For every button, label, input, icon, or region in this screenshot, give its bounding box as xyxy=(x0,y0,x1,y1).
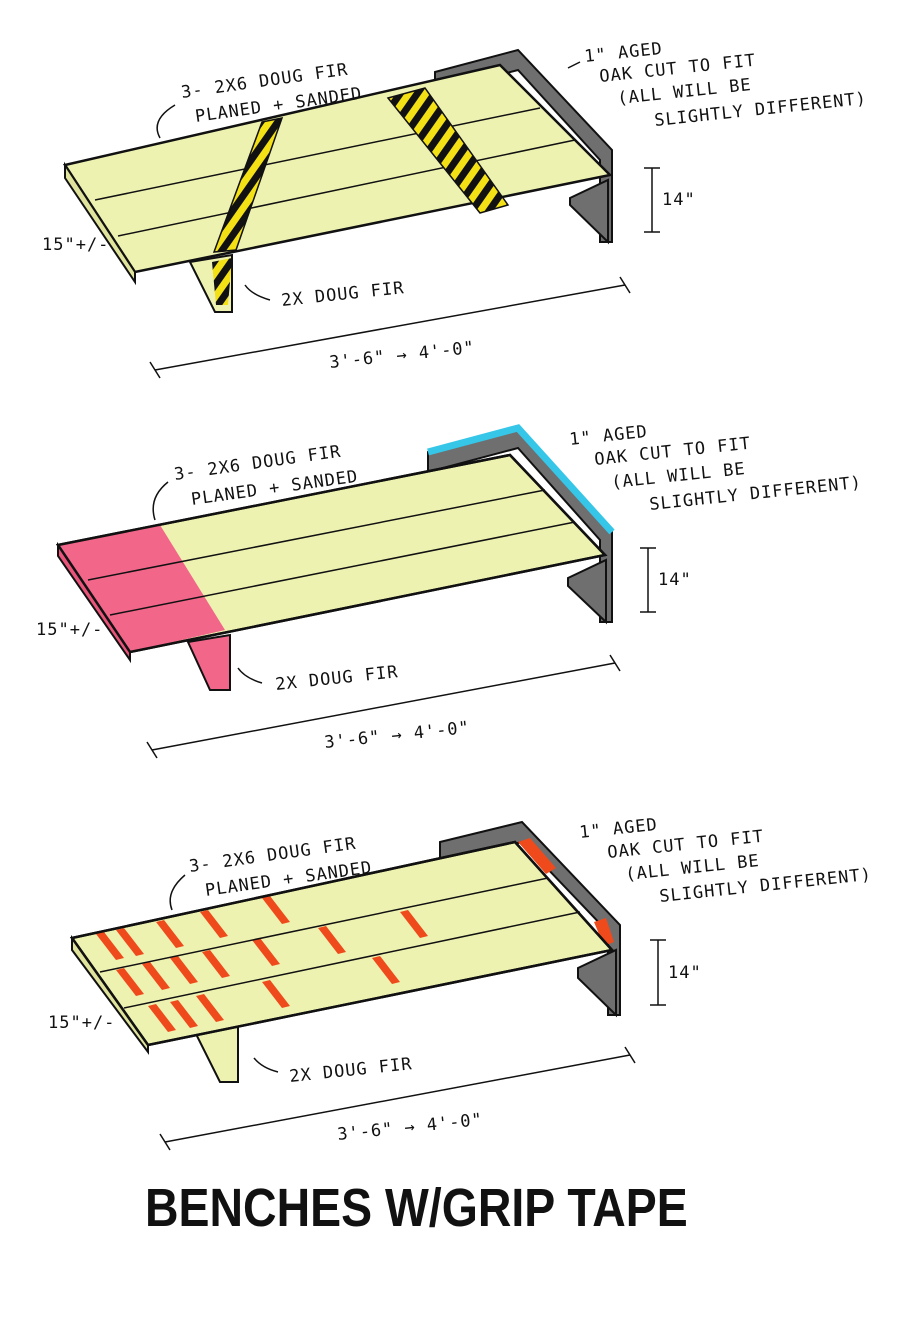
plank-line xyxy=(117,139,576,237)
label-leg: 2X DOUG FIR xyxy=(274,662,399,695)
bench-3: 3- 2X6 DOUG FIR PLANED + SANDED 1" AGED … xyxy=(48,815,873,1151)
plank-line xyxy=(99,877,549,973)
leg xyxy=(186,633,231,691)
oak-red-strip xyxy=(518,838,556,874)
label-height: 14" xyxy=(658,570,692,590)
bench-1: 3- 2X6 DOUG FIR PLANED + SANDED 1" AGED … xyxy=(42,39,868,379)
grip-tape-stripe xyxy=(212,117,284,253)
plank-line xyxy=(109,521,576,616)
length-dim-line xyxy=(151,662,616,751)
oak-side-panel xyxy=(569,178,609,245)
plank-line xyxy=(87,489,546,581)
oak-red-strip xyxy=(594,918,614,946)
plank-line xyxy=(123,911,581,1009)
label-leg: 2X DOUG FIR xyxy=(288,1054,413,1087)
length-dim-line xyxy=(164,1054,631,1143)
pink-grip-tape xyxy=(58,525,225,652)
bench-front-edge xyxy=(64,161,136,286)
bench-2: 3- 2X6 DOUG FIR PLANED + SANDED 1" AGED … xyxy=(36,422,863,759)
label-depth: 15"+/- xyxy=(42,235,109,255)
length-dim-line xyxy=(154,284,626,371)
page-title: BENCHES W/GRIP TAPE xyxy=(145,1178,688,1238)
oak-side-panel xyxy=(577,948,617,1018)
label-leg: 2X DOUG FIR xyxy=(280,278,405,311)
plank-line xyxy=(94,107,541,201)
leg-tape xyxy=(212,258,232,305)
label-depth: 15"+/- xyxy=(36,620,103,640)
label-length: 3'-6" → 4'-0" xyxy=(328,338,475,373)
label-length: 3'-6" → 4'-0" xyxy=(336,1110,483,1145)
red-grip-strips xyxy=(96,896,428,1032)
label-height: 14" xyxy=(662,190,696,210)
label-depth: 15"+/- xyxy=(48,1013,115,1033)
oak-cyan-edge xyxy=(427,424,615,535)
label-height: 14" xyxy=(668,963,702,983)
oak-side-panel xyxy=(567,558,607,625)
label-length: 3'-6" → 4'-0" xyxy=(323,718,470,753)
grip-tape-stripe xyxy=(386,87,510,214)
